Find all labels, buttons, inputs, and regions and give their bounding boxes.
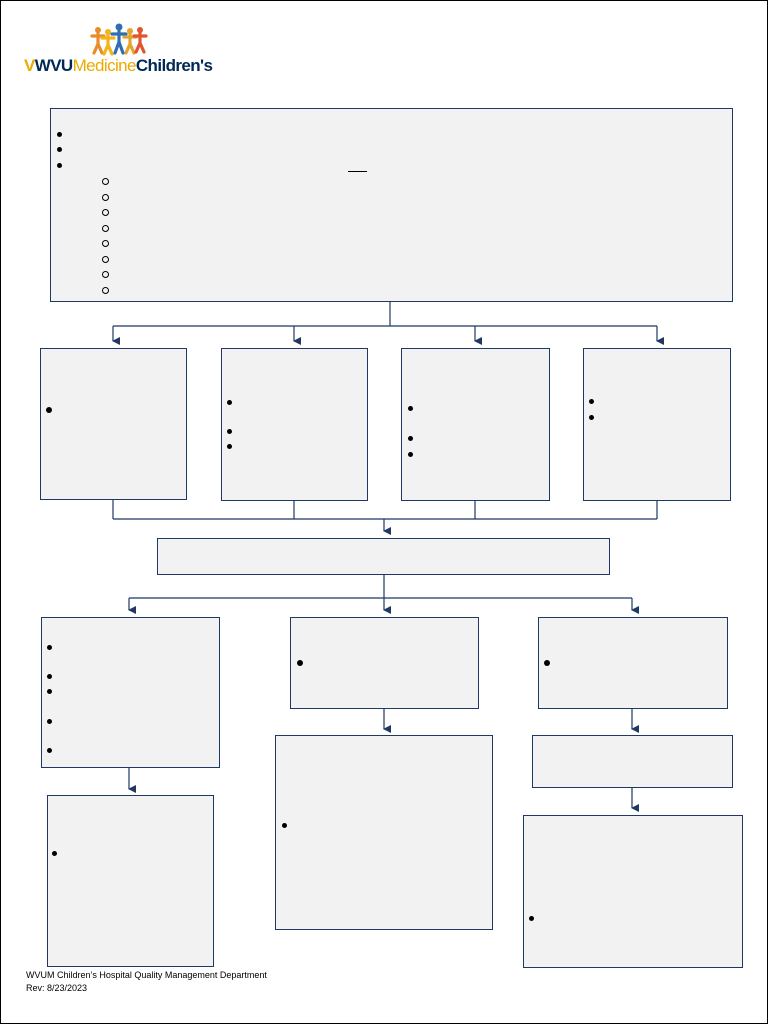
sub-bullet bbox=[102, 271, 109, 278]
bullet bbox=[408, 406, 413, 411]
logo-childrens: Children's bbox=[135, 56, 213, 75]
bullet bbox=[47, 645, 52, 650]
bullet bbox=[57, 163, 62, 168]
bullet bbox=[297, 660, 303, 666]
right-intermediate-box bbox=[532, 735, 733, 788]
left-outcome-box bbox=[47, 795, 214, 967]
footer-department: WVUM Children’s Hospital Quality Managem… bbox=[26, 970, 267, 980]
right-branch-box bbox=[538, 617, 728, 709]
connector-middle-split bbox=[129, 574, 632, 599]
bullet bbox=[47, 689, 52, 694]
bullet bbox=[47, 674, 52, 679]
bullet bbox=[47, 719, 52, 724]
row1-box-4 bbox=[583, 348, 731, 501]
left-branch-box bbox=[41, 617, 220, 768]
logo-wvu: WVU bbox=[34, 56, 73, 75]
sub-bullet bbox=[102, 209, 109, 216]
bullet bbox=[282, 823, 287, 828]
bullet bbox=[408, 436, 413, 441]
sub-bullet bbox=[102, 178, 109, 185]
bullet bbox=[47, 748, 52, 753]
bullet bbox=[57, 147, 62, 152]
sub-bullet bbox=[102, 256, 109, 263]
bullet bbox=[589, 415, 594, 420]
center-branch-box bbox=[290, 617, 479, 709]
row1-box-2 bbox=[221, 348, 368, 501]
sub-bullet bbox=[102, 194, 109, 201]
sub-bullet bbox=[102, 225, 109, 232]
top-box bbox=[50, 108, 733, 302]
bullet bbox=[227, 429, 232, 434]
bullet bbox=[227, 444, 232, 449]
bullet bbox=[227, 400, 232, 405]
sub-bullet bbox=[102, 240, 109, 247]
bullet bbox=[544, 660, 550, 666]
bullet bbox=[529, 916, 534, 921]
underline-mark bbox=[348, 171, 367, 172]
logo-flying-wv-mark: V bbox=[24, 56, 35, 75]
bullet bbox=[46, 407, 52, 413]
bullet bbox=[408, 452, 413, 457]
bullet bbox=[57, 132, 62, 137]
connector-top-to-row1 bbox=[113, 302, 657, 327]
bullet bbox=[52, 851, 57, 856]
center-outcome-box bbox=[275, 735, 493, 930]
bullet bbox=[589, 399, 594, 404]
footer-revision-date: Rev: 8/23/2023 bbox=[26, 983, 88, 993]
middle-box bbox=[157, 538, 610, 575]
row1-box-3 bbox=[401, 348, 550, 501]
right-outcome-box bbox=[523, 815, 743, 968]
children-figures-icon bbox=[90, 23, 148, 56]
row1-box-1 bbox=[40, 348, 187, 500]
sub-bullet bbox=[102, 287, 109, 294]
logo-medicine: Medicine bbox=[72, 56, 137, 75]
connector-row1-merge bbox=[112, 500, 658, 520]
logo-wordmark: VWVUMedicineChildren's bbox=[24, 56, 213, 76]
